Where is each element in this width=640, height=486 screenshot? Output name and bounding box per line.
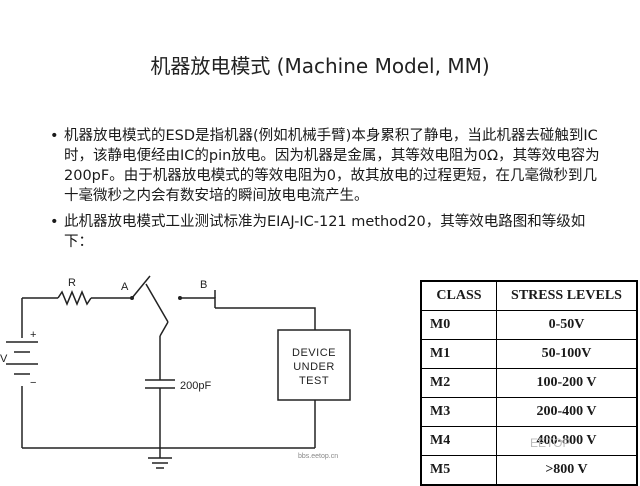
battery-minus: − [30, 377, 36, 389]
watermark-url: bbs.eetop.cn [298, 453, 339, 460]
node-b-label: B [200, 279, 207, 291]
capacitor-value: 200pF [180, 380, 211, 392]
switch-lever [145, 283, 169, 323]
table-row: M1 50-100V [420, 339, 638, 369]
stress-cell: >800 V [496, 455, 638, 486]
bullet-list: 机器放电模式的ESD是指机器(例如机械手臂)本身累积了静电，当此机器去碰触到IC… [50, 126, 610, 258]
bullet-item: 机器放电模式的ESD是指机器(例如机械手臂)本身累积了静电，当此机器去碰触到IC… [50, 126, 610, 206]
dut-line-3: TEST [299, 375, 329, 387]
bullet-item: 此机器放电模式工业测试标准为EIAJ-IC-121 method20，其等效电路… [50, 212, 610, 252]
device-under-test-box [277, 329, 351, 401]
table-row: M0 0-50V [420, 310, 638, 340]
stress-cell: 100-200 V [496, 368, 638, 398]
stress-cell: 200-400 V [496, 397, 638, 427]
class-cell: M0 [420, 310, 497, 340]
wire-dut-top [215, 307, 316, 330]
source-voltage-label: V [0, 353, 8, 365]
watermark-logo: EETOP [530, 436, 571, 450]
table-row: M2 100-200 V [420, 368, 638, 398]
header-stress-levels: STRESS LEVELS [496, 280, 638, 311]
mm-circuit-diagram: R A B V + − 200pF DEVICE UNDER TEST [0, 275, 351, 469]
switch-return [159, 321, 169, 337]
node-b-dot [178, 296, 182, 300]
stress-level-table: CLASS STRESS LEVELS M0 0-50V M1 50-100V … [420, 280, 638, 486]
dut-line-2: UNDER [293, 361, 335, 373]
dut-line-1: DEVICE [292, 347, 336, 359]
table-row: M4 400-800 V [420, 426, 638, 456]
class-cell: M2 [420, 368, 497, 398]
table-header-row: CLASS STRESS LEVELS [420, 280, 638, 311]
node-a-label: A [121, 281, 129, 293]
stress-cell: 0-50V [496, 310, 638, 340]
table-row: M5 >800 V [420, 455, 638, 486]
stress-cell: 400-800 V [496, 426, 638, 456]
resistor [57, 290, 92, 306]
class-cell: M3 [420, 397, 497, 427]
table-row: M3 200-400 V [420, 397, 638, 427]
stress-cell: 50-100V [496, 339, 638, 369]
slide-title: 机器放电模式 (Machine Model, MM) [150, 54, 490, 78]
resistor-label: R [68, 277, 76, 289]
class-cell: M5 [420, 455, 497, 486]
header-class: CLASS [420, 280, 497, 311]
wire-b [180, 297, 216, 308]
switch-blade [131, 275, 151, 299]
node-a-dot [130, 296, 134, 300]
class-cell: M4 [420, 426, 497, 456]
class-cell: M1 [420, 339, 497, 369]
battery-plus: + [30, 329, 36, 341]
